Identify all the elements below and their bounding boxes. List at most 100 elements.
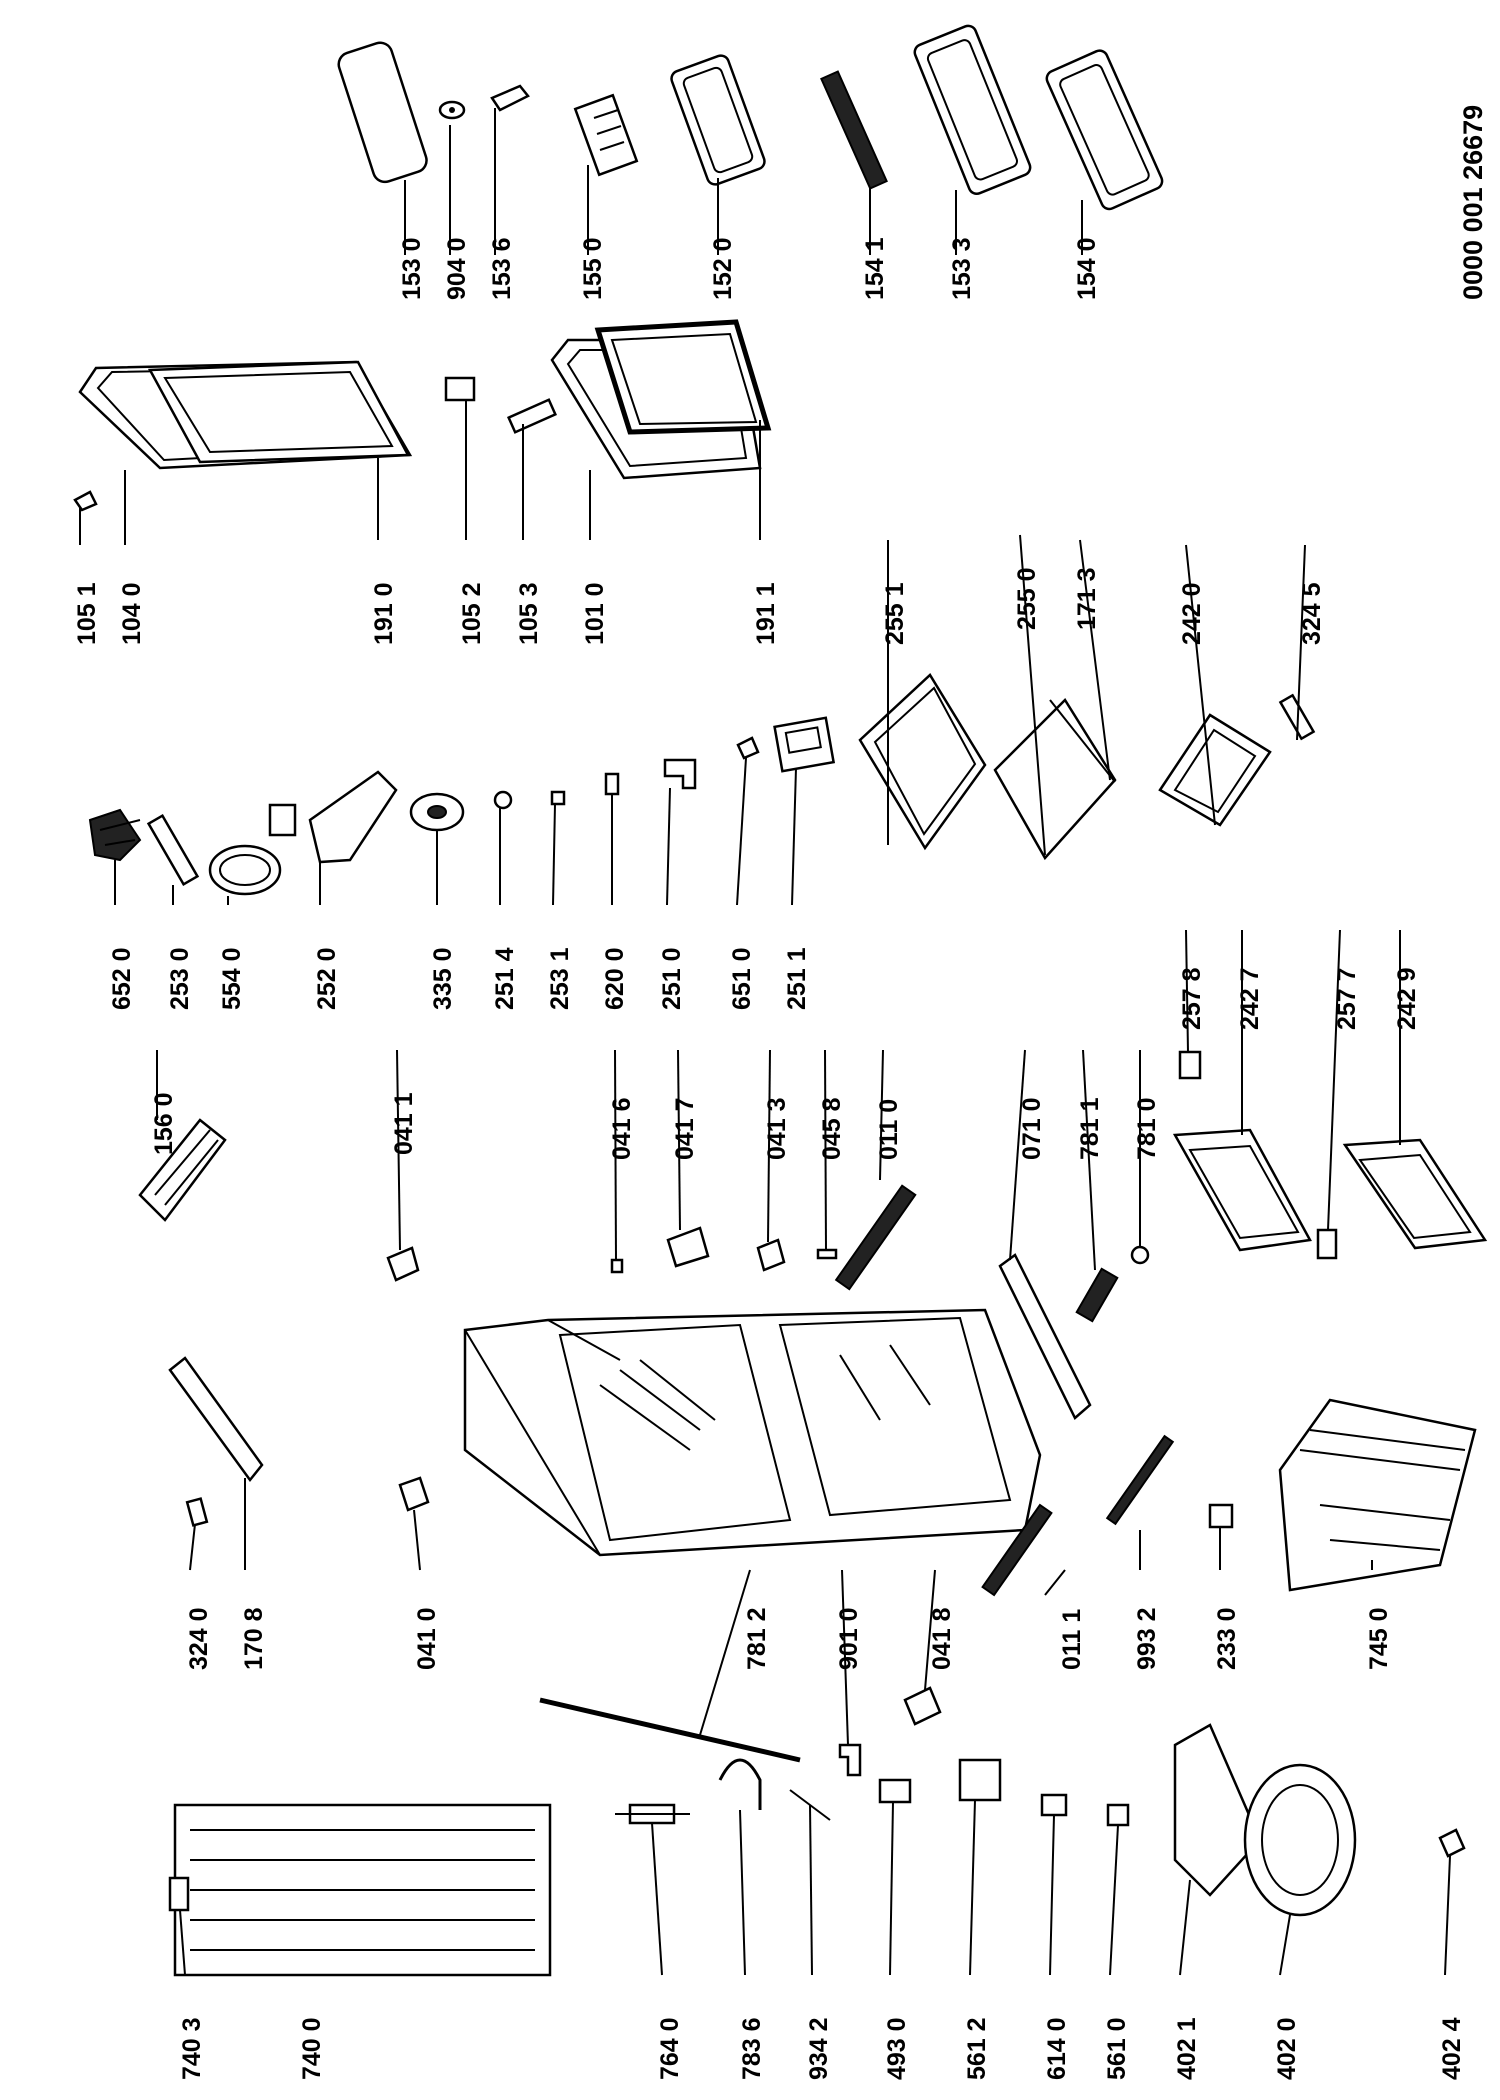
crisper-drawer-242-7-drawing: [1172, 1128, 1312, 1252]
upper-door-drawing: [78, 360, 413, 470]
label-041-3: 041 3: [763, 1097, 791, 1160]
label-104-0: 104 0: [118, 582, 146, 645]
door-rack-154-0-drawing: [1045, 49, 1164, 211]
rack-745-drawing: [1278, 1398, 1477, 1592]
label-251-4: 251 4: [491, 947, 519, 1010]
label-191-0: 191 0: [370, 582, 398, 645]
clip-041-0-drawing: [398, 1476, 430, 1512]
part-253-1-drawing: [550, 790, 566, 806]
label-901-0: 901 0: [835, 1607, 863, 1670]
leader-line: [1279, 1914, 1291, 1976]
bracket-901-drawing: [838, 1743, 862, 1777]
label-781-2: 781 2: [743, 1607, 771, 1670]
label-071-0: 071 0: [1018, 1097, 1046, 1160]
leader-line: [767, 1049, 771, 1243]
part-233-drawing: [1208, 1503, 1234, 1529]
leader-line: [552, 803, 556, 906]
leader-line: [1079, 539, 1111, 781]
part-257-7-drawing: [1316, 1228, 1338, 1260]
leader-line: [1185, 544, 1216, 826]
label-324-5: 324 5: [1298, 582, 1326, 645]
part-402-4-drawing: [1438, 1828, 1466, 1858]
tray-402-1-drawing: [1173, 1723, 1262, 1897]
label-745-0: 745 0: [1365, 1607, 1393, 1670]
leader-line: [699, 1569, 751, 1736]
knob-253-drawing: [146, 813, 200, 887]
housing-251-1-drawing: [773, 716, 836, 773]
label-041-7: 041 7: [671, 1097, 699, 1160]
leader-line: [1109, 1824, 1119, 1976]
label-324-0: 324 0: [185, 1607, 213, 1670]
part-drawings: [73, 24, 1488, 1977]
leader-line: [1082, 1049, 1096, 1271]
part-620-drawing: [604, 772, 620, 796]
label-242-0: 242 0: [1178, 582, 1206, 645]
label-783-6: 783 6: [738, 2017, 766, 2080]
leader-line: [396, 1049, 401, 1251]
tube-781-2-drawing: [539, 1697, 801, 1763]
cabinet-drawing: [463, 1308, 1042, 1557]
label-781-1: 781 1: [1076, 1097, 1104, 1160]
leader-line: [1185, 929, 1189, 1053]
document-number: 0000 001 26679: [1458, 105, 1488, 300]
label-934-2: 934 2: [805, 2017, 833, 2080]
part-493-drawing: [878, 1778, 912, 1804]
drier-764-drawing: [615, 1803, 690, 1825]
part-651-drawing: [736, 736, 760, 760]
label-402-0: 402 0: [1273, 2017, 1301, 2080]
leader-line: [1444, 1855, 1451, 1976]
leader-line: [824, 1049, 827, 1251]
compressor-402-0-drawing: [1243, 1763, 1357, 1917]
label-242-9: 242 9: [1393, 967, 1421, 1030]
bar-011-0-drawing: [834, 1184, 917, 1291]
egg-tray-drawing: [573, 93, 639, 177]
label-993-2: 993 2: [1133, 1607, 1161, 1670]
label-781-0: 781 0: [1133, 1097, 1161, 1160]
leader-line: [924, 1569, 936, 1691]
label-041-0: 041 0: [413, 1607, 441, 1670]
label-740-0: 740 0: [298, 2017, 326, 2080]
label-154-0: 154 0: [1073, 237, 1101, 300]
leader-line: [413, 1509, 421, 1571]
bracket-251-0-drawing: [663, 758, 697, 790]
lower-door-drawing: [550, 319, 772, 480]
clip-041-3-drawing: [756, 1238, 786, 1272]
leader-line: [841, 1569, 849, 1746]
label-255-0: 255 0: [1013, 567, 1041, 630]
label-153-3: 153 3: [948, 237, 976, 300]
part-740-3-drawing: [168, 1876, 190, 1912]
label-153-6: 153 6: [488, 237, 516, 300]
freezer-drawer-242-0-drawing: [1158, 713, 1272, 827]
label-253-0: 253 0: [166, 947, 194, 1010]
label-152-0: 152 0: [709, 237, 737, 300]
part-045-8-drawing: [816, 1248, 838, 1260]
label-620-0: 620 0: [601, 947, 629, 1010]
leader-line: [614, 1049, 617, 1261]
leader-line: [1044, 1569, 1066, 1596]
label-251-1: 251 1: [783, 947, 811, 1010]
label-402-4: 402 4: [1438, 2017, 1466, 2080]
label-041-1: 041 1: [390, 1092, 418, 1155]
label-233-0: 233 0: [1213, 1607, 1241, 1670]
leader-line: [889, 1801, 894, 1976]
label-191-1: 191 1: [752, 582, 780, 645]
leader-line: [1327, 929, 1341, 1231]
label-101-0: 101 0: [581, 582, 609, 645]
leader-line: [651, 1822, 663, 1976]
label-011-1: 011 1: [1058, 1609, 1086, 1670]
label-335-0: 335 0: [429, 947, 457, 1010]
label-257-8: 257 8: [1178, 967, 1206, 1030]
part-561-0-drawing: [1106, 1803, 1130, 1827]
label-156-0: 156 0: [150, 1092, 178, 1155]
part-614-drawing: [1040, 1793, 1068, 1817]
label-252-0: 252 0: [313, 947, 341, 1010]
clip-041-7-drawing: [666, 1226, 710, 1268]
leader-line: [189, 1523, 196, 1571]
label-041-8: 041 8: [928, 1607, 956, 1670]
door-rack-152-drawing: [670, 54, 766, 186]
hinge-105-1-drawing: [73, 490, 98, 512]
hinge-105-2-drawing: [444, 376, 476, 402]
leader-lines: [79, 108, 1451, 1976]
knob-335-drawing: [409, 792, 465, 832]
